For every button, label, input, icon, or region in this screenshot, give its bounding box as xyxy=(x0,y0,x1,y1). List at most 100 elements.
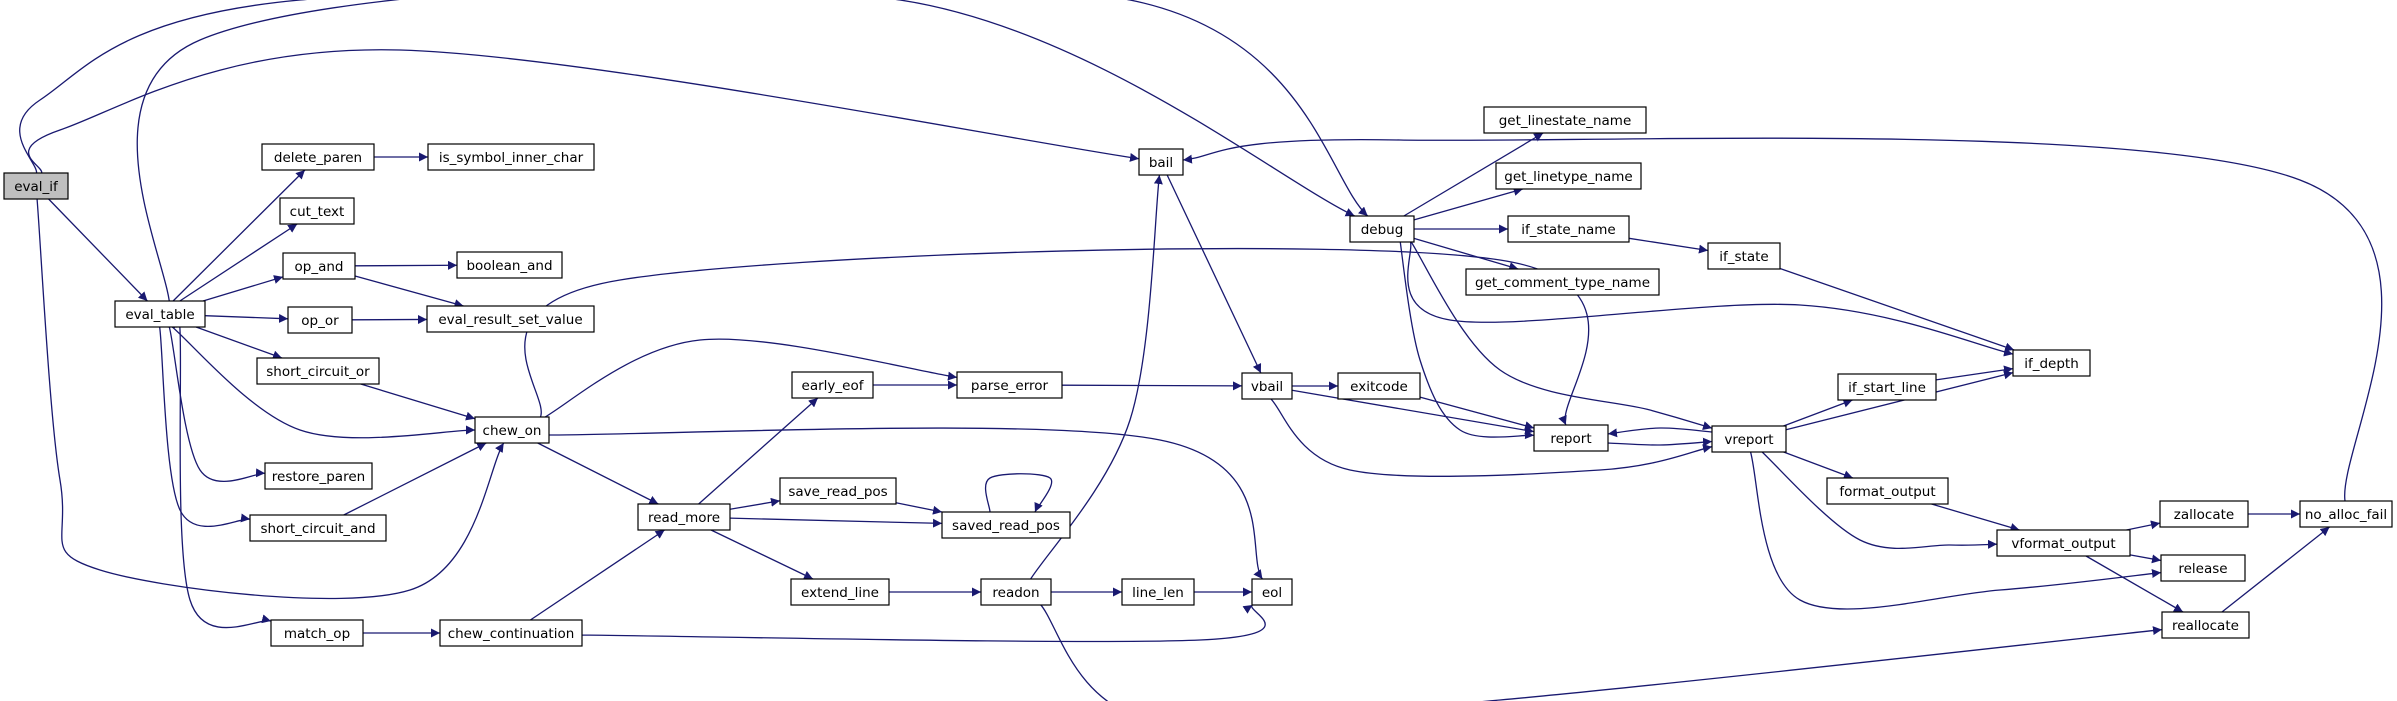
node-label: chew_continuation xyxy=(448,626,575,642)
node-box[interactable] xyxy=(1465,268,1660,296)
node-box[interactable] xyxy=(2159,500,2249,528)
node-if-start-line[interactable]: if_start_line xyxy=(1837,373,1937,401)
node-box[interactable] xyxy=(1826,477,1949,505)
node-short-circuit-and[interactable]: short_circuit_and xyxy=(249,514,387,542)
node-vbail[interactable]: vbail xyxy=(1241,372,1293,400)
node-debug[interactable]: debug xyxy=(1349,215,1415,243)
node-vreport[interactable]: vreport xyxy=(1711,425,1787,453)
node-box[interactable] xyxy=(1121,578,1195,606)
node-if-state-name[interactable]: if_state_name xyxy=(1507,215,1630,243)
node-box[interactable] xyxy=(279,197,355,225)
node-match-op[interactable]: match_op xyxy=(270,619,364,647)
node-line-len[interactable]: line_len xyxy=(1121,578,1195,606)
edge-read_more-to-saved_read_pos xyxy=(729,517,943,528)
node-parse-error[interactable]: parse_error xyxy=(956,371,1063,399)
node-release[interactable]: release xyxy=(2160,554,2246,582)
node-cut-text[interactable]: cut_text xyxy=(279,197,355,225)
node-vformat-output[interactable]: vformat_output xyxy=(1996,529,2131,557)
node-box[interactable] xyxy=(1483,106,1647,134)
node-box[interactable] xyxy=(1533,424,1609,452)
node-get-comment-type-name[interactable]: get_comment_type_name xyxy=(1465,268,1660,296)
edge-eval_table-to-short_circuit_and xyxy=(157,315,251,528)
node-box[interactable] xyxy=(1495,162,1642,190)
node-box[interactable] xyxy=(114,300,206,328)
node-box[interactable] xyxy=(941,511,1071,539)
node-box[interactable] xyxy=(956,371,1063,399)
node-readon[interactable]: readon xyxy=(980,578,1052,606)
node-box[interactable] xyxy=(256,357,380,385)
node-box[interactable] xyxy=(282,252,356,280)
node-box[interactable] xyxy=(779,477,897,505)
node-eval-if[interactable]: eval_if xyxy=(3,172,69,200)
edge-chew_on-to-parse_error xyxy=(529,338,958,426)
node-is-symbol-inner-char[interactable]: is_symbol_inner_char xyxy=(427,143,595,171)
node-restore-paren[interactable]: restore_paren xyxy=(264,462,373,490)
node-extend-line[interactable]: extend_line xyxy=(790,578,890,606)
node-box[interactable] xyxy=(2012,349,2091,377)
node-box[interactable] xyxy=(439,619,583,647)
node-zallocate[interactable]: zallocate xyxy=(2159,500,2249,528)
node-save-read-pos[interactable]: save_read_pos xyxy=(779,477,897,505)
node-if-depth[interactable]: if_depth xyxy=(2012,349,2091,377)
edge-read_more-to-extend_line xyxy=(710,529,814,580)
node-get-linetype-name[interactable]: get_linetype_name xyxy=(1495,162,1642,190)
node-box[interactable] xyxy=(270,619,364,647)
node-box[interactable] xyxy=(287,306,353,334)
node-delete-paren[interactable]: delete_paren xyxy=(261,143,375,171)
node-box[interactable] xyxy=(3,172,69,200)
node-exitcode[interactable]: exitcode xyxy=(1337,372,1421,400)
node-box[interactable] xyxy=(2161,611,2250,639)
node-box[interactable] xyxy=(1837,373,1937,401)
node-box[interactable] xyxy=(2299,500,2393,528)
node-box[interactable] xyxy=(1707,242,1781,270)
node-bail[interactable]: bail xyxy=(1138,148,1184,176)
node-eval-result-set-value[interactable]: eval_result_set_value xyxy=(426,305,595,333)
node-eval-table[interactable]: eval_table xyxy=(114,300,206,328)
node-box[interactable] xyxy=(261,143,375,171)
node-saved-read-pos[interactable]: saved_read_pos xyxy=(941,511,1071,539)
node-get-linestate-name[interactable]: get_linestate_name xyxy=(1483,106,1647,134)
node-box[interactable] xyxy=(426,305,595,333)
node-chew-continuation[interactable]: chew_continuation xyxy=(439,619,583,647)
node-box[interactable] xyxy=(249,514,387,542)
node-box[interactable] xyxy=(1337,372,1421,400)
node-box[interactable] xyxy=(1507,215,1630,243)
node-box[interactable] xyxy=(1349,215,1415,243)
node-op-and[interactable]: op_and xyxy=(282,252,356,280)
node-box[interactable] xyxy=(1241,372,1293,400)
node-label: short_circuit_or xyxy=(266,364,370,380)
node-if-state[interactable]: if_state xyxy=(1707,242,1781,270)
node-eol[interactable]: eol xyxy=(1251,578,1293,606)
edge-read_more-to-save_read_pos xyxy=(729,497,781,510)
node-box[interactable] xyxy=(1251,578,1293,606)
node-box[interactable] xyxy=(2160,554,2246,582)
node-box[interactable] xyxy=(1138,148,1184,176)
node-report[interactable]: report xyxy=(1533,424,1609,452)
edge-saved_read_pos-to-saved_read_pos xyxy=(984,473,1053,516)
node-read-more[interactable]: read_more xyxy=(637,503,731,531)
node-box[interactable] xyxy=(264,462,373,490)
node-boolean-and[interactable]: boolean_and xyxy=(456,251,563,279)
node-reallocate[interactable]: reallocate xyxy=(2161,611,2250,639)
node-box[interactable] xyxy=(790,578,890,606)
node-box[interactable] xyxy=(980,578,1052,606)
edge-if_state-to-if_depth xyxy=(1779,267,2015,352)
edge-exitcode-to-report xyxy=(1419,396,1535,430)
node-chew-on[interactable]: chew_on xyxy=(474,416,550,444)
edge-vreport-to-if_start_line xyxy=(1783,398,1853,427)
node-box[interactable] xyxy=(474,416,550,444)
node-box[interactable] xyxy=(791,371,874,399)
node-short-circuit-or[interactable]: short_circuit_or xyxy=(256,357,380,385)
node-box[interactable] xyxy=(427,143,595,171)
edge-eval_table-to-short_circuit_or xyxy=(195,326,283,360)
node-box[interactable] xyxy=(456,251,563,279)
node-format-output[interactable]: format_output xyxy=(1826,477,1949,505)
edge-eval_table-to-match_op xyxy=(175,308,272,629)
edge-report-to-vreport xyxy=(1603,437,1713,447)
node-box[interactable] xyxy=(1996,529,2131,557)
node-no-alloc-fail[interactable]: no_alloc_fail xyxy=(2299,500,2393,528)
node-op-or[interactable]: op_or xyxy=(287,306,353,334)
node-box[interactable] xyxy=(637,503,731,531)
node-early-eof[interactable]: early_eof xyxy=(791,371,874,399)
node-box[interactable] xyxy=(1711,425,1787,453)
